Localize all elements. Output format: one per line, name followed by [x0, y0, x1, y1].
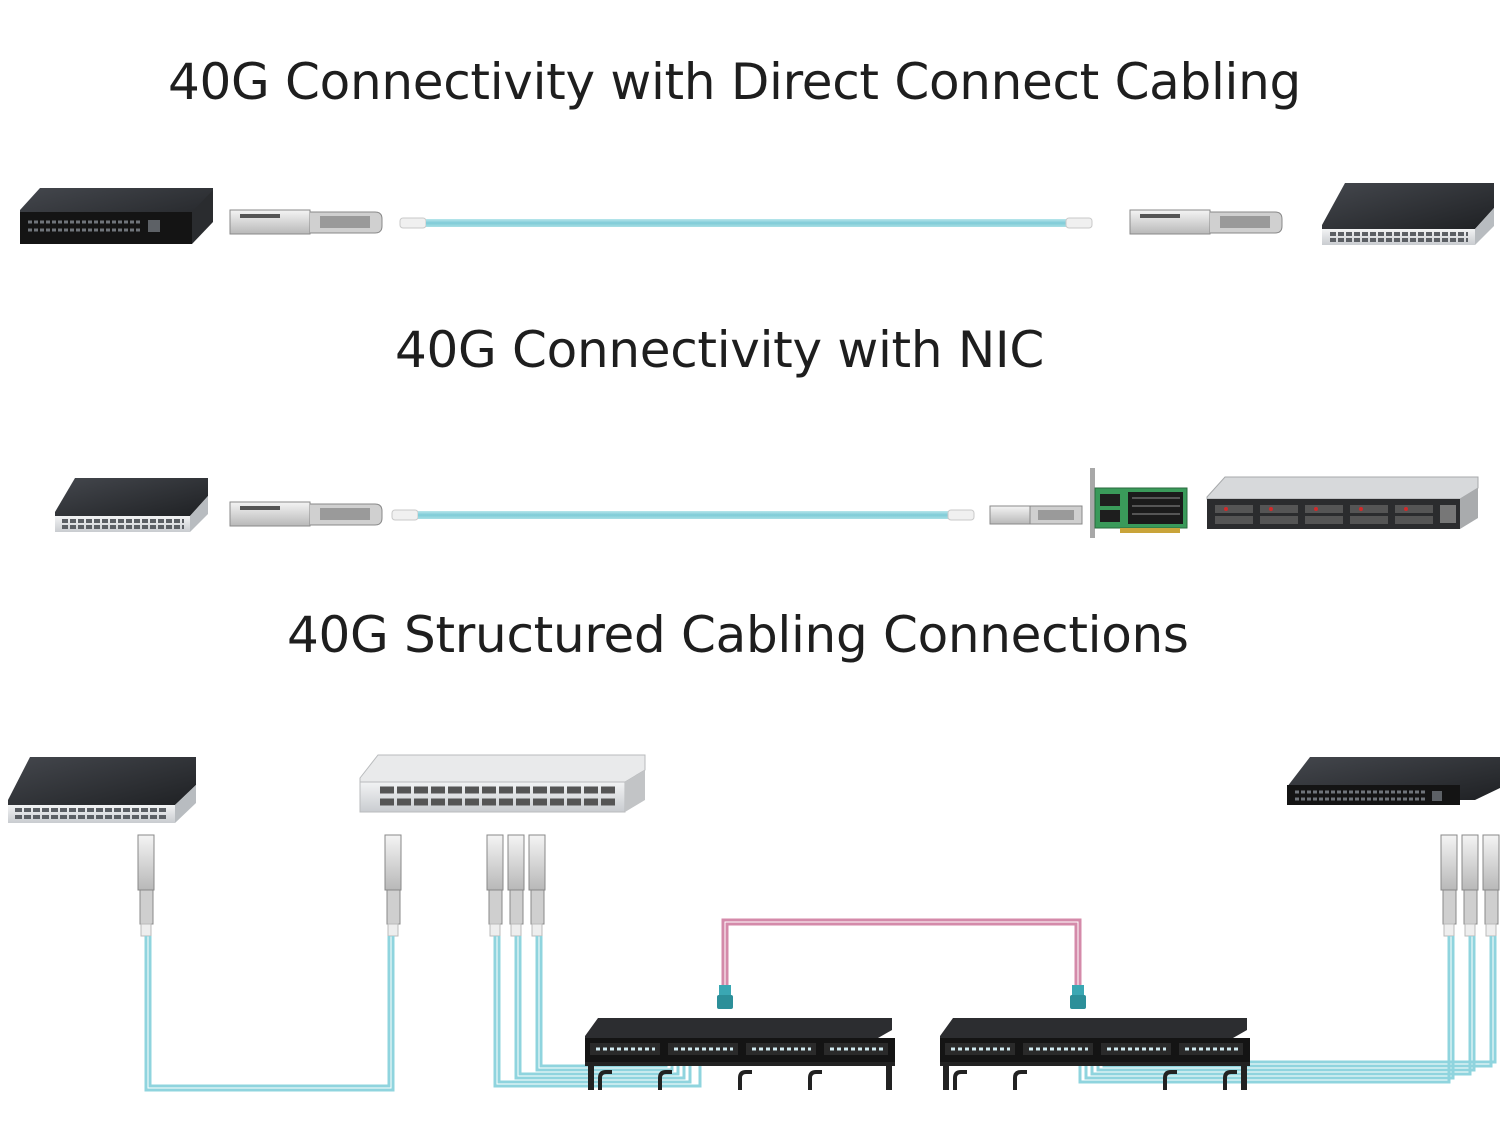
- switch-icon: [20, 188, 213, 244]
- transceiver-icon: [1440, 834, 1458, 937]
- transceiver-icon: [528, 834, 546, 937]
- network-interface-card-icon: [1090, 468, 1188, 538]
- patch-panel-icon: [940, 1018, 1250, 1090]
- transceiver-icon: [229, 501, 383, 527]
- transceiver-icon: [989, 505, 1083, 525]
- aqua-cable-loop: [144, 936, 395, 1092]
- aqua-cable-1: [399, 217, 1093, 229]
- switch-icon: [1322, 183, 1494, 245]
- switch-icon: [359, 754, 646, 813]
- transceiver-icon: [229, 209, 383, 235]
- aqua-cable-2: [391, 509, 975, 521]
- switch-icon: [8, 757, 196, 823]
- mpo-connector-icon: [1070, 985, 1086, 1009]
- title-direct-connect: 40G Connectivity with Direct Connect Cab…: [168, 53, 1301, 111]
- patch-panel-icon: [585, 1018, 895, 1090]
- transceiver-icon: [486, 834, 504, 937]
- switch-icon: [55, 478, 208, 532]
- switch-icon: [1287, 757, 1500, 805]
- title-nic: 40G Connectivity with NIC: [395, 321, 1044, 379]
- transceiver-icon: [1482, 834, 1500, 937]
- transceiver-icon: [1461, 834, 1479, 937]
- transceiver-icon: [1129, 209, 1283, 235]
- rack-server-icon: [1206, 476, 1479, 529]
- transceiver-icon: [384, 834, 402, 937]
- pink-trunk-cable: [721, 918, 1082, 985]
- title-structured: 40G Structured Cabling Connections: [287, 606, 1189, 664]
- transceiver-icon: [137, 834, 155, 937]
- mpo-connector-icon: [717, 985, 733, 1009]
- transceiver-icon: [507, 834, 525, 937]
